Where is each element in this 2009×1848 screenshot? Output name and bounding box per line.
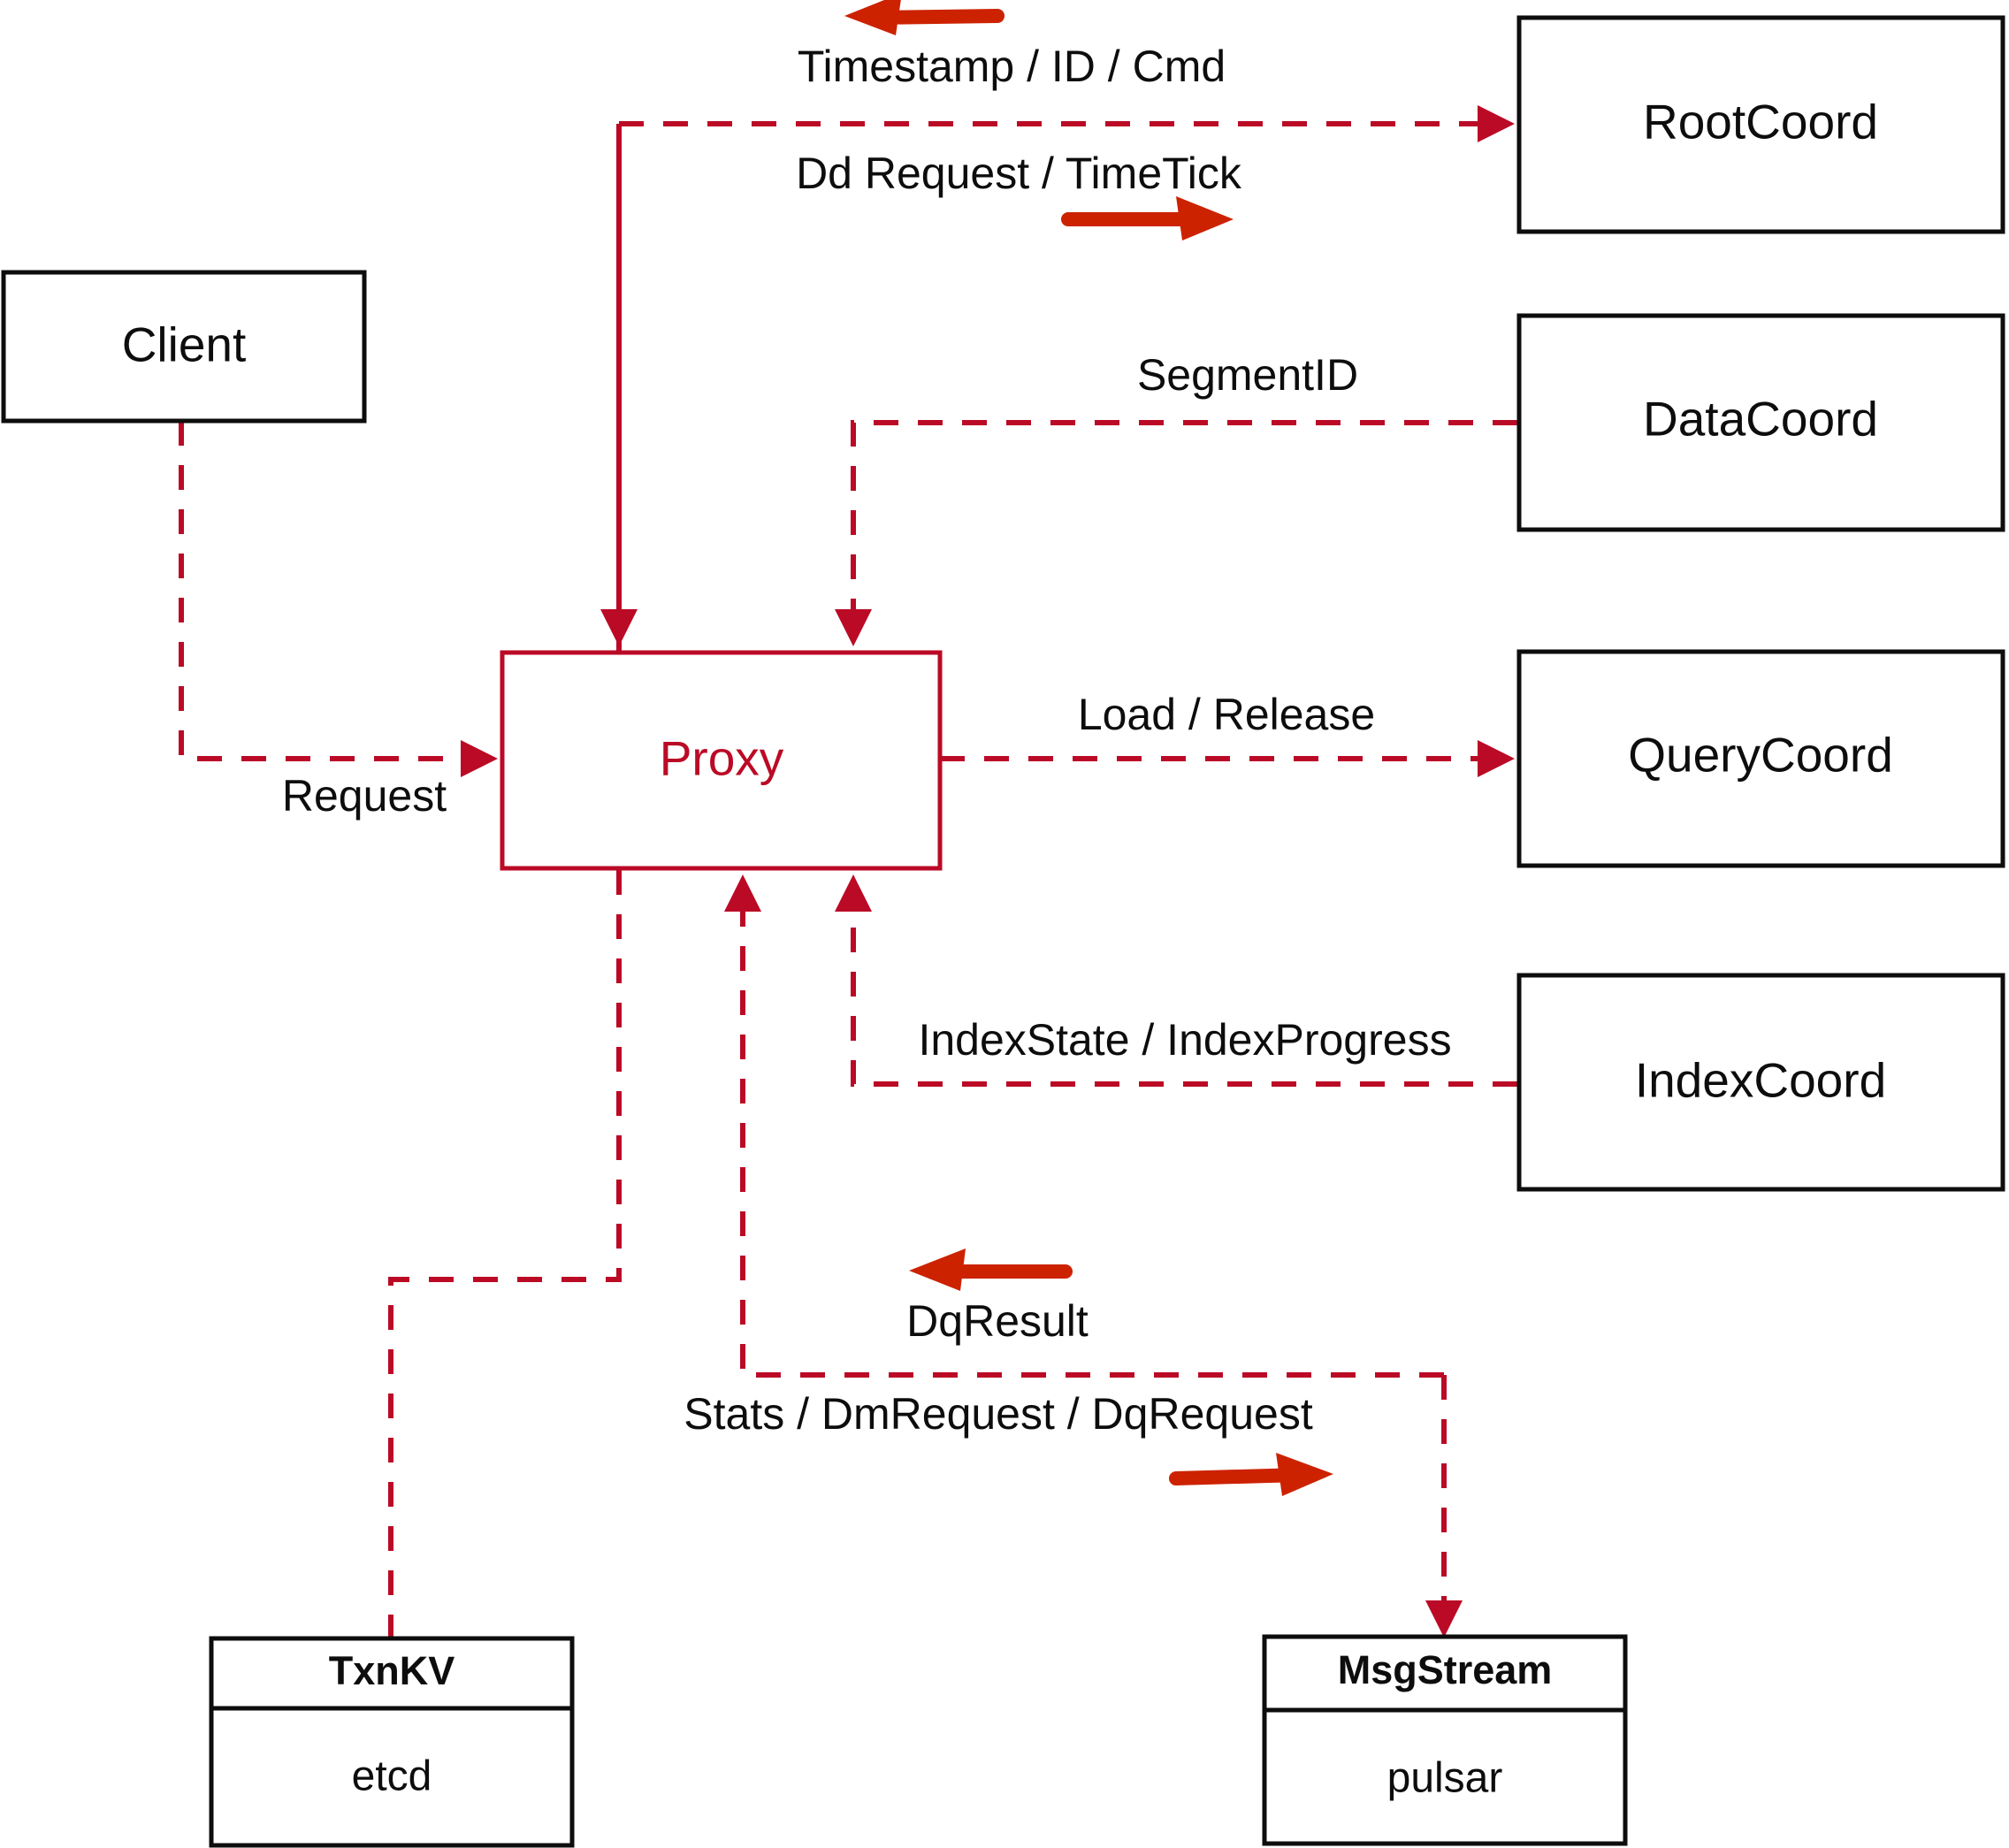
edge-label-load-release: Load / Release [1078,690,1375,739]
arrow-right-dqrequest-icon [1169,1453,1333,1496]
node-msgstream-label: MsgStream [1338,1647,1553,1692]
edge-indexcoord-to-proxy [835,874,1517,1087]
node-rootcoord[interactable]: RootCoord [1516,15,2005,234]
node-txnkv[interactable]: TxnKV etcd [209,1636,575,1848]
node-datacoord-label: DataCoord [1643,392,1878,447]
edge-label-timestamp-id-cmd: Timestamp / ID / Cmd [798,42,1226,91]
node-proxy[interactable]: Proxy [500,650,943,871]
node-querycoord[interactable]: QueryCoord [1516,649,2005,868]
node-rootcoord-label: RootCoord [1643,95,1878,149]
edge-label-dd-request-timetick: Dd Request / TimeTick [796,149,1242,198]
node-proxy-label: Proxy [660,731,784,786]
arrow-right-ddrequest-icon [1061,196,1234,241]
edge-msgstream-to-proxy [724,874,1444,1378]
edge-label-layer: Timestamp / ID / Cmd Dd Request / TimeTi… [282,42,1452,1439]
edge-datacoord-to-proxy [835,420,1517,646]
node-indexcoord-label: IndexCoord [1635,1053,1886,1108]
node-indexcoord[interactable]: IndexCoord [1516,973,2005,1192]
edge-layer [179,105,1517,1638]
node-datacoord[interactable]: DataCoord [1516,313,2005,532]
node-client[interactable]: Client [1,270,367,424]
direction-arrow-layer [844,0,1333,1496]
edge-label-index-state-progress: IndexState / IndexProgress [918,1015,1451,1065]
edge-proxy-to-rootcoord [616,105,1515,654]
node-msgstream[interactable]: MsgStream pulsar [1262,1634,1628,1846]
arrow-left-timestamp-icon [844,0,1004,35]
edge-label-dq-result: DqResult [906,1296,1089,1346]
node-txnkv-sublabel: etcd [352,1753,432,1800]
edge-client-to-proxy [179,421,498,777]
edge-label-segment-id: SegmentID [1137,350,1358,400]
edge-label-stats-dm-dq-request: Stats / DmRequest / DqRequest [684,1389,1313,1439]
node-querycoord-label: QueryCoord [1628,728,1893,783]
node-txnkv-label: TxnKV [329,1648,455,1693]
node-layer: Client Proxy RootCoord DataCoord QueryCo… [1,15,2005,1848]
edge-proxy-to-txnkv [388,870,622,1637]
edge-label-request: Request [282,771,447,821]
arrow-left-dqresult-icon [909,1249,1073,1291]
node-msgstream-sublabel: pulsar [1387,1755,1503,1802]
node-client-label: Client [122,317,247,372]
